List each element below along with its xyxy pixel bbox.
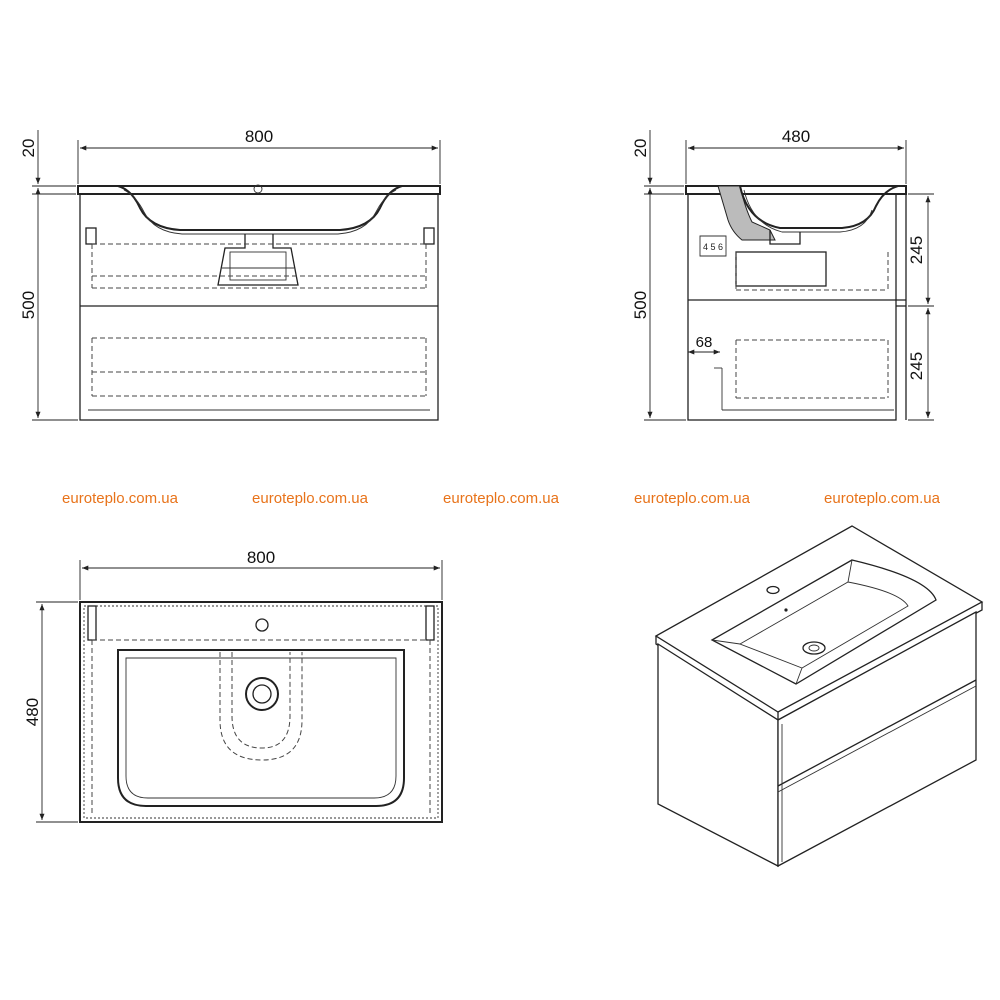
front-tap-hole [253, 184, 263, 194]
front-right-bracket [423, 227, 435, 245]
top-width-label: 800 [247, 548, 275, 567]
top-countertop-outline [79, 601, 443, 823]
side-depth-label: 480 [782, 127, 810, 146]
watermark-text: euroteplo.com.ua [62, 490, 179, 507]
front-cabinet-body [79, 193, 439, 421]
front-height-label: 500 [19, 291, 38, 319]
side-upper-drawer-label: 245 [907, 236, 926, 264]
isometric-view [654, 525, 984, 868]
watermark-text: euroteplo.com.ua [824, 490, 941, 507]
side-lower-drawer-label: 245 [907, 352, 926, 380]
iso-drain [802, 641, 826, 655]
iso-drawer-divider [777, 679, 977, 787]
watermark-text: euroteplo.com.ua [443, 490, 560, 507]
side-cabinet-body [687, 193, 897, 421]
front-siphon [217, 234, 299, 286]
iso-tap-hole [766, 585, 780, 595]
svg-text:4 5 6: 4 5 6 [703, 242, 723, 252]
top-view: 800 480 [23, 548, 443, 823]
front-view: 800 500 20 [19, 127, 441, 421]
front-left-bracket [85, 227, 97, 245]
front-width-label: 800 [245, 127, 273, 146]
watermark-row: euroteplo.com.ua euroteplo.com.ua eurote… [62, 490, 941, 507]
iso-basin [710, 559, 937, 685]
side-height-label: 500 [631, 291, 650, 319]
front-countertop [77, 185, 441, 195]
top-bowl-outline [117, 649, 405, 807]
side-offset-label: 68 [696, 334, 713, 351]
top-drain [245, 677, 279, 711]
top-tap-hole [255, 618, 269, 632]
watermark-text: euroteplo.com.ua [252, 490, 369, 507]
front-top-thickness-label: 20 [19, 139, 38, 158]
side-siphon [735, 251, 827, 287]
side-top-thickness-label: 20 [631, 139, 650, 158]
watermark-text: euroteplo.com.ua [634, 490, 751, 507]
side-view: 4 5 6 480 500 20 245 245 68 [631, 127, 934, 421]
top-depth-label: 480 [23, 698, 42, 726]
